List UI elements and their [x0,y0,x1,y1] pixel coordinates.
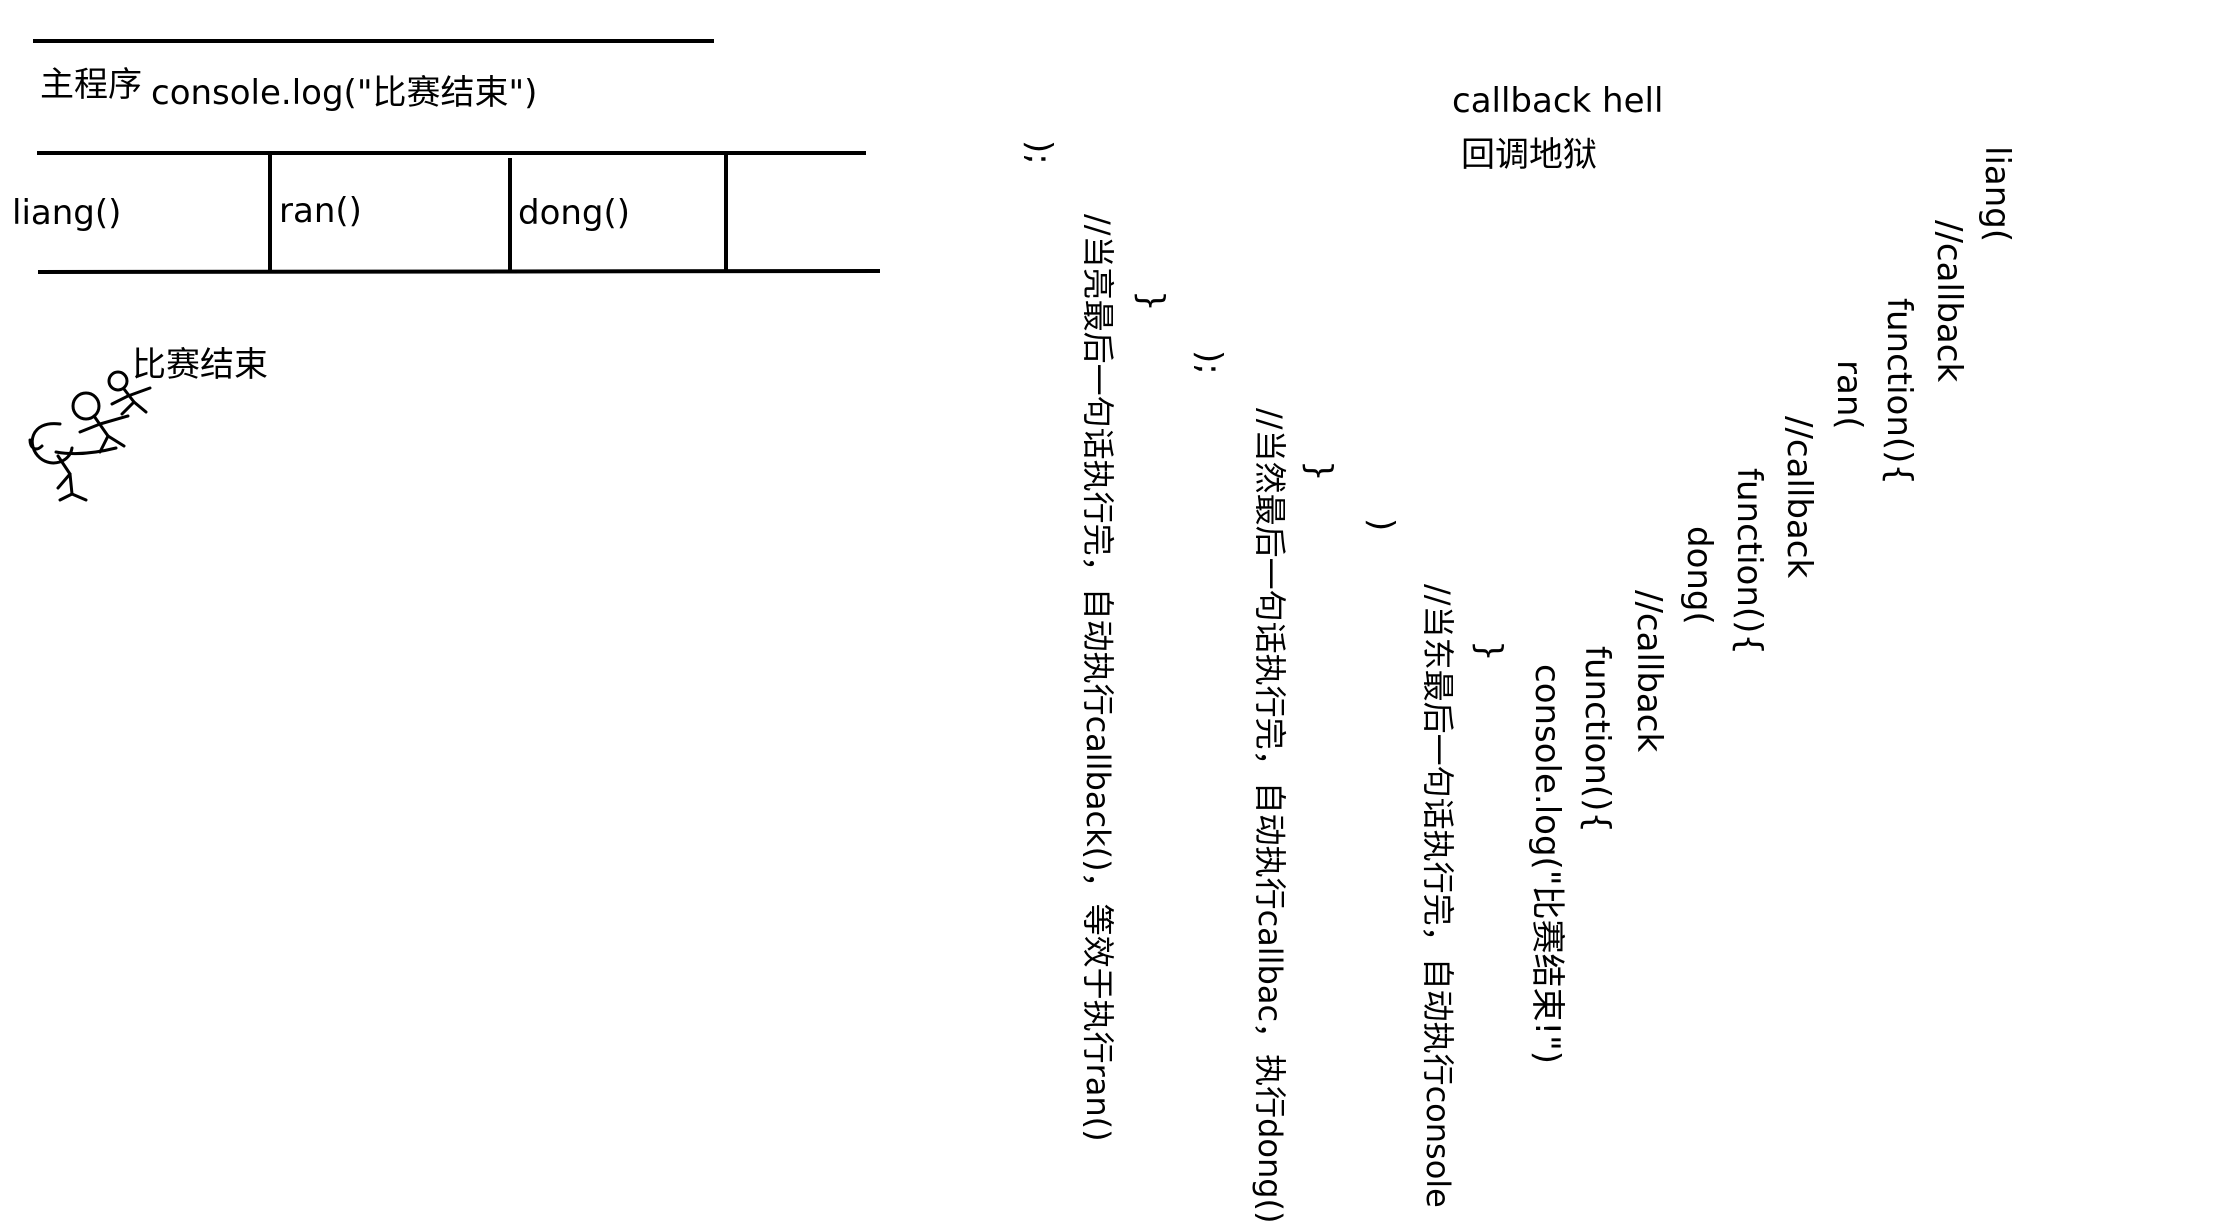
code-line: //callback [1929,220,1969,383]
code-line: } [1299,460,1339,482]
code-line: //当然最后一句话执行完，自动执行callbac，执行dong() [1251,408,1289,1224]
code-line: ); [1189,350,1229,375]
code-line: //当东最后一句话执行完，自动执行console [1419,584,1457,1208]
stack-bottom-line [37,269,881,274]
stack-cell-dong: dong() [518,193,631,233]
code-line: liang( [1977,146,2017,243]
code-line: ran( [1829,360,1869,430]
title-chinese: 回调地狱 [1461,135,1597,175]
title-english: callback hell [1452,81,1664,121]
code-line: //当亮最后一句话执行完，自动执行callback()，等效于执行ran() [1079,214,1117,1142]
main-program-statement: console.log("比赛结束") [151,73,538,113]
code-line: dong( [1679,526,1719,625]
code-line: function(){ [1577,646,1617,834]
finish-caption: 比赛结束 [132,345,268,385]
code-line: function(){ [1879,298,1919,486]
code-line: } [1469,640,1509,662]
code-line: function(){ [1729,468,1769,656]
code-line: ); [1019,140,1059,165]
code-line: //callback [1629,590,1669,753]
stick-figures-sketch [28,370,152,502]
code-line: } [1131,290,1171,312]
code-line: //callback [1779,416,1819,579]
code-line: console.log("比赛结束!") [1527,664,1567,1064]
stack-cell-liang: liang() [12,193,122,233]
main-program-label: 主程序 [40,65,142,105]
stack-cell-ran: ran() [279,191,362,231]
code-line: ) [1361,518,1401,532]
